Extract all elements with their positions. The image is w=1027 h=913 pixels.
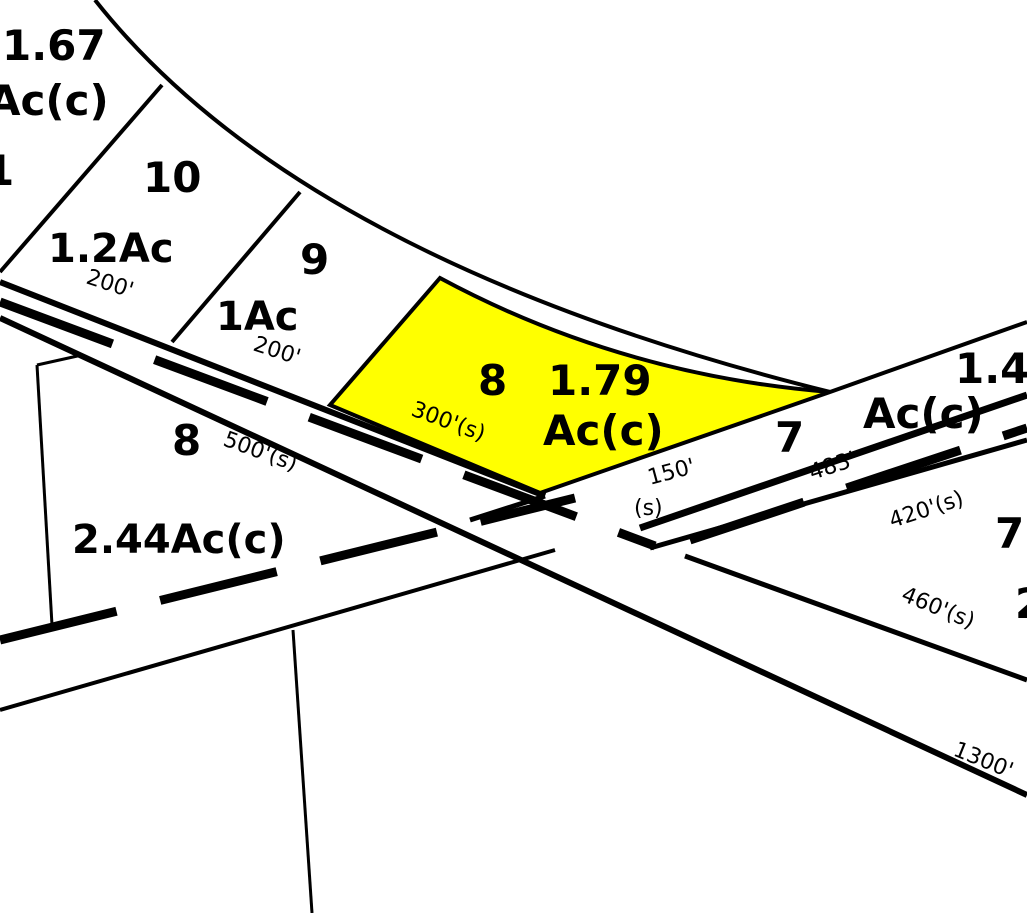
road-edge bbox=[0, 279, 547, 499]
road-edge bbox=[684, 553, 1027, 683]
side-dimension-label: 150' bbox=[645, 454, 698, 491]
parcel-lot-label: 10 bbox=[143, 153, 201, 202]
parcel-area-label: Ac(c) bbox=[543, 406, 664, 455]
road-edge bbox=[638, 391, 1027, 532]
frontage-label: 420'(s) bbox=[886, 486, 967, 533]
parcel-area-label: 1.2Ac bbox=[48, 226, 174, 272]
parcel-lot-label: 9 bbox=[300, 235, 329, 284]
parcel-area-label: Ac(c) bbox=[863, 389, 984, 438]
curved-boundary-line bbox=[93, 0, 831, 394]
road-centerline bbox=[0, 493, 577, 645]
road-edge bbox=[649, 437, 1027, 551]
frontage-label: 500'(s) bbox=[220, 427, 301, 477]
parcel-area-label: 1.4 bbox=[955, 344, 1027, 393]
lot-line bbox=[0, 83, 164, 274]
parcel-line bbox=[829, 320, 1027, 394]
parcel-lot-label: 7 bbox=[995, 509, 1024, 558]
parcel-lot-label: 1 bbox=[0, 146, 14, 195]
parcel-area-label: 1.67 bbox=[2, 21, 106, 70]
parcel-lot-label: 7 bbox=[775, 413, 804, 462]
parcel-lot-label: 8 bbox=[478, 356, 507, 405]
side-dimension-label: 460'(s) bbox=[898, 582, 978, 634]
parcel-area-label: 2.44Ac(c) bbox=[72, 517, 286, 563]
lot-line bbox=[36, 353, 83, 367]
frontage-label: 483' bbox=[806, 447, 859, 486]
side-dimension-label: (s) bbox=[634, 496, 663, 521]
parcel-area-label: 1Ac bbox=[216, 294, 299, 340]
road-edge bbox=[469, 493, 546, 523]
road-edge bbox=[0, 315, 1027, 798]
parcel-area-label: 2 bbox=[1015, 579, 1027, 628]
parcel-lot-label: 8 bbox=[172, 416, 201, 465]
lot-line bbox=[35, 364, 54, 626]
road-edge bbox=[0, 548, 556, 712]
parcel-area-label: Ac(c) bbox=[0, 76, 109, 125]
lot-line bbox=[291, 629, 314, 913]
lot-line bbox=[170, 190, 302, 344]
parcel-area-label: 1.79 bbox=[548, 356, 652, 405]
